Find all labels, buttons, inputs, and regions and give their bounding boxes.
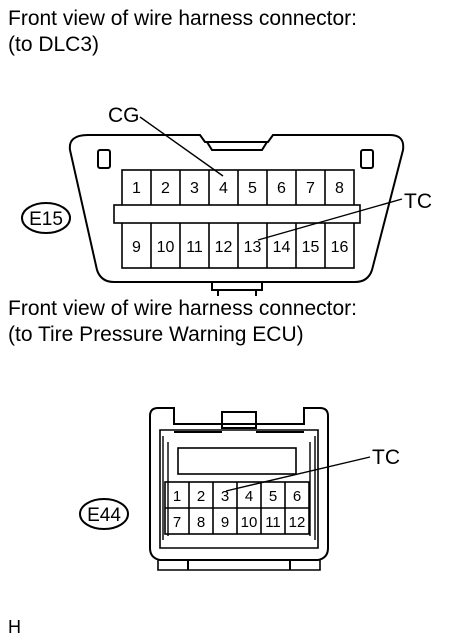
ecu-code-label: E44 <box>87 505 121 526</box>
ecu-tc-label: TC <box>372 446 400 469</box>
ecu-pin-7: 7 <box>173 514 181 531</box>
dlc3-pin-3: 3 <box>190 180 199 197</box>
dlc3-top-latch <box>206 141 268 151</box>
dlc3-pin-2: 2 <box>161 180 170 197</box>
ecu-tc-leader <box>225 456 371 492</box>
dlc3-connector-body <box>68 134 405 283</box>
dlc3-pin-16: 16 <box>331 239 349 256</box>
dlc3-pin-8: 8 <box>335 180 344 197</box>
ecu-pin-5: 5 <box>269 488 277 505</box>
dlc3-caption-line1: Front view of wire harness connector: <box>8 7 357 30</box>
ecu-pin-9: 9 <box>221 514 229 531</box>
dlc3-pin-12: 12 <box>215 239 233 256</box>
dlc3-pin-1: 1 <box>132 180 141 197</box>
dlc3-code-badge <box>21 202 71 234</box>
dlc3-right-slot <box>360 149 374 169</box>
dlc3-pin-11: 11 <box>186 239 203 256</box>
dlc3-pin-13: 13 <box>244 239 262 256</box>
dlc3-pin-9: 9 <box>132 239 141 256</box>
ecu-pin-10: 10 <box>241 514 258 531</box>
dlc3-cg-leader <box>139 116 224 177</box>
dlc3-tc-leader <box>257 198 403 241</box>
dlc3-pin-5: 5 <box>248 180 257 197</box>
dlc3-pin-7: 7 <box>306 180 315 197</box>
ecu-inner-wall <box>159 429 319 549</box>
ecu-pin-11: 11 <box>265 514 281 531</box>
ecu-bottom-skirt <box>157 560 321 571</box>
ecu-pin-12: 12 <box>289 514 306 531</box>
ecu-connector-body <box>149 407 329 561</box>
dlc3-caption-line2: (to DLC3) <box>8 33 100 56</box>
dlc3-center-rib <box>113 204 361 224</box>
ecu-lock-tab <box>221 411 257 429</box>
ecu-code-badge <box>79 498 129 530</box>
ecu-header-bar <box>177 447 297 475</box>
ecu-pin-1: 1 <box>173 488 181 505</box>
dlc3-pin-grid <box>113 169 361 269</box>
dlc3-pin-15: 15 <box>302 239 320 256</box>
ecu-caption-line1: Front view of wire harness connector: <box>8 297 357 320</box>
dlc3-bottom-key <box>211 282 263 291</box>
dlc3-pin-14: 14 <box>273 239 291 256</box>
dlc3-cg-label: CG <box>108 104 140 127</box>
ecu-pin-4: 4 <box>245 488 253 505</box>
figure-footer-letter: H <box>8 617 21 637</box>
ecu-caption-line2: (to Tire Pressure Warning ECU) <box>8 323 304 346</box>
ecu-pin-8: 8 <box>197 514 205 531</box>
ecu-pin-grid <box>164 481 310 535</box>
dlc3-caption: Front view of wire harness connector: (t… <box>8 6 357 58</box>
dlc3-left-slot <box>97 149 111 169</box>
dlc3-pin-6: 6 <box>277 180 286 197</box>
ecu-pin-3: 3 <box>221 488 229 505</box>
ecu-pin-6: 6 <box>293 488 301 505</box>
dlc3-pin-10: 10 <box>157 239 175 256</box>
dlc3-pin-4: 4 <box>219 180 228 197</box>
ecu-connector-diagram: 1 2 3 4 5 6 7 8 9 10 11 12 TC E44 <box>79 407 400 571</box>
dlc3-connector-diagram: 1 2 3 4 5 6 7 8 9 10 11 12 13 14 15 16 C… <box>21 104 432 296</box>
dlc3-tc-label: TC <box>404 190 432 213</box>
ecu-pin-2: 2 <box>197 488 205 505</box>
dlc3-code-label: E15 <box>29 209 63 230</box>
ecu-caption: Front view of wire harness connector: (t… <box>8 296 357 348</box>
